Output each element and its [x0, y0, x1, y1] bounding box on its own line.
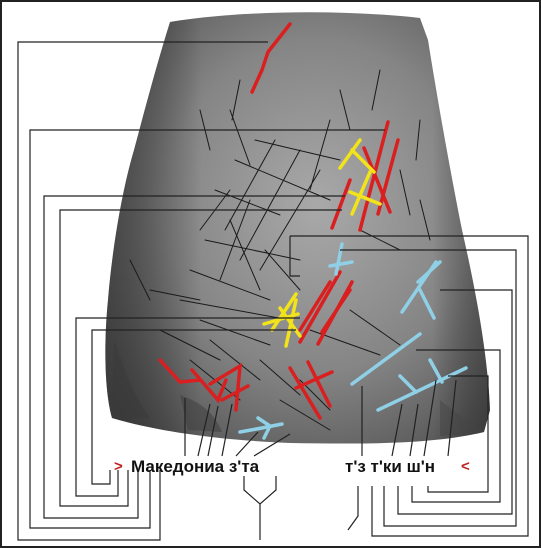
- right-marker: <: [461, 458, 470, 475]
- caption-right-text: т'з т'ки ш'н: [345, 457, 435, 476]
- caption-left-text: Македониа з'та: [131, 457, 260, 476]
- left-marker: >: [114, 458, 123, 475]
